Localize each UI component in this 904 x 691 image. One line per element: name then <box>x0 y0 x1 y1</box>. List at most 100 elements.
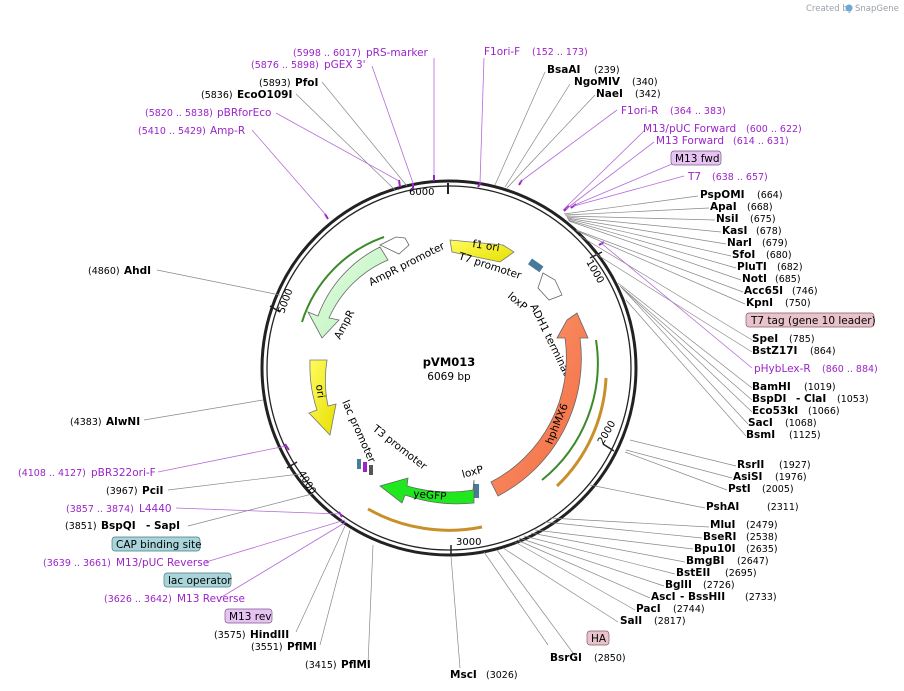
svg-text:(239): (239) <box>594 65 620 76</box>
svg-text:(3639 .. 3661): (3639 .. 3661) <box>43 558 111 569</box>
primer-m13puc-reverse: M13/pUC Reverse <box>116 557 209 569</box>
enzyme-hindiii: HindIII <box>250 629 289 641</box>
cap-binding-site-tag: CAP binding site <box>116 539 202 551</box>
primer-pbr322ori-f: pBR322ori-F <box>91 467 156 479</box>
lac-operator-tag: lac operator <box>168 575 232 587</box>
svg-text:(860 .. 884): (860 .. 884) <box>822 364 878 375</box>
enzyme-alwni: AlwNI <box>106 416 140 428</box>
svg-text:(2733): (2733) <box>745 592 777 603</box>
enzyme-mlui: MluI <box>710 519 735 531</box>
svg-text:(4383): (4383) <box>70 417 102 428</box>
primer-f1ori-f: F1ori-F <box>484 46 520 58</box>
svg-text:(4860): (4860) <box>88 266 120 277</box>
svg-text:(664): (664) <box>757 190 783 201</box>
enzyme-ecoo109i: EcoO109I <box>237 89 292 101</box>
enzyme-asci: AscI <box>651 591 676 603</box>
svg-text:(3026): (3026) <box>486 670 518 681</box>
plasmid-name: pVM013 <box>423 355 476 369</box>
enzyme-pcii: PciI <box>142 485 163 497</box>
enzyme-bpu10i: Bpu10I <box>694 543 736 555</box>
svg-text:(675): (675) <box>750 214 776 225</box>
svg-text:(5893): (5893) <box>259 78 291 89</box>
enzyme-bseri: BseRI <box>703 531 736 543</box>
svg-text:(4108 .. 4127): (4108 .. 4127) <box>18 468 86 479</box>
enzyme-bglii: BglII <box>665 579 692 591</box>
snapgene-logo-icon <box>845 4 853 12</box>
enzyme-labels: BsaAI (239) NgoMIV (340) NaeI (342) PspO… <box>65 64 869 681</box>
svg-text:(3575): (3575) <box>214 630 246 641</box>
adh1-terminator-arrow <box>537 272 563 301</box>
enzyme-rsrii: RsrII <box>737 459 764 471</box>
tick-mark-1000 <box>589 251 603 259</box>
tick-label-3000: 3000 <box>456 537 481 548</box>
svg-text:(3851): (3851) <box>65 521 97 532</box>
enzyme-bsaai: BsaAI <box>547 64 580 76</box>
enzyme-pfoi: PfoI <box>295 77 318 89</box>
loxp-bottom-marker <box>473 484 479 498</box>
enzyme-bstz17i: BstZ17I <box>752 345 797 357</box>
ori-label: ori <box>313 384 327 399</box>
t3-promoter-label: T3 promoter <box>369 422 429 473</box>
plasmid-backbone-outer <box>260 179 638 557</box>
orf-line-orange-right <box>555 377 608 488</box>
enzyme-pflmi: PflMI <box>287 641 317 653</box>
primer-phyblex-r: pHybLex-R <box>754 363 811 375</box>
ampr-orf-line <box>301 236 385 323</box>
svg-text:(3415): (3415) <box>305 660 337 671</box>
loxp-bottom-label: loxP <box>461 464 485 481</box>
enzyme-bspqi: BspQI <box>101 520 136 532</box>
primer-l4440: L4440 <box>139 503 172 515</box>
svg-text:(5410 .. 5429): (5410 .. 5429) <box>138 126 206 137</box>
yegfp-label: yeGFP <box>413 488 447 503</box>
enzyme-bsshii: BssHII <box>688 591 725 603</box>
svg-text:(2726): (2726) <box>703 580 735 591</box>
enzyme-kpni: KpnI <box>746 297 773 309</box>
enzyme-ngomiv: NgoMIV <box>574 76 621 88</box>
svg-text:-: - <box>680 591 684 603</box>
ha-tag: HA <box>591 633 607 645</box>
m13-rev-tag: M13 rev <box>229 611 272 623</box>
svg-text:(5876 .. 5898): (5876 .. 5898) <box>251 60 319 71</box>
svg-text:(1068): (1068) <box>785 418 817 429</box>
enzyme-pspomi: PspOMI <box>700 189 745 201</box>
loxp-top-label: loxP <box>505 290 529 313</box>
svg-text:(340): (340) <box>632 77 658 88</box>
ori-arrow <box>308 359 337 436</box>
enzyme-mfei: PflMI <box>341 659 371 671</box>
f1-ori-label: f1 ori <box>472 238 501 254</box>
enzyme-paci: PacI <box>636 603 661 615</box>
svg-text:(750): (750) <box>785 298 811 309</box>
svg-text:(3857 .. 3874): (3857 .. 3874) <box>66 504 134 515</box>
tick-mark-4000 <box>286 461 298 469</box>
svg-text:(3551): (3551) <box>251 642 283 653</box>
primer-leader-lines <box>157 57 753 599</box>
svg-text:(2311): (2311) <box>767 502 799 513</box>
svg-text:(1066): (1066) <box>808 406 840 417</box>
snapgene-label: SnapGene <box>855 4 899 14</box>
enzyme-bmgbi: BmgBI <box>686 555 724 567</box>
enzyme-eco53ki: Eco53kI <box>752 405 798 417</box>
enzyme-sali: SalI <box>620 615 642 627</box>
enzyme-clai: ClaI <box>804 393 826 405</box>
svg-text:(152 .. 173): (152 .. 173) <box>532 47 588 58</box>
svg-text:(680): (680) <box>766 250 792 261</box>
primer-m13puc-forward: M13/pUC Forward <box>643 123 736 135</box>
svg-text:(678): (678) <box>756 226 782 237</box>
enzyme-psti: PstI <box>728 483 751 495</box>
tick-mark-5000 <box>269 305 281 313</box>
svg-text:(2479): (2479) <box>746 520 778 531</box>
svg-text:(668): (668) <box>747 202 773 213</box>
primer-pbrforeco: pBRforEco <box>217 107 271 119</box>
svg-text:(864): (864) <box>810 346 836 357</box>
enzyme-pshai: PshAI <box>706 501 739 513</box>
enzyme-nsii: NsiI <box>716 213 739 225</box>
enzyme-kasi: KasI <box>722 225 747 237</box>
enzyme-bsrgi: BsrGI <box>550 652 582 664</box>
orf-line-green <box>541 339 599 481</box>
svg-text:(1053): (1053) <box>837 394 869 405</box>
svg-text:(600 .. 622): (600 .. 622) <box>746 124 802 135</box>
primer-m13-reverse: M13 Reverse <box>177 593 245 605</box>
svg-text:(2538): (2538) <box>746 532 778 543</box>
ampr-arrow <box>307 246 389 339</box>
svg-text:(614 .. 631): (614 .. 631) <box>733 136 789 147</box>
